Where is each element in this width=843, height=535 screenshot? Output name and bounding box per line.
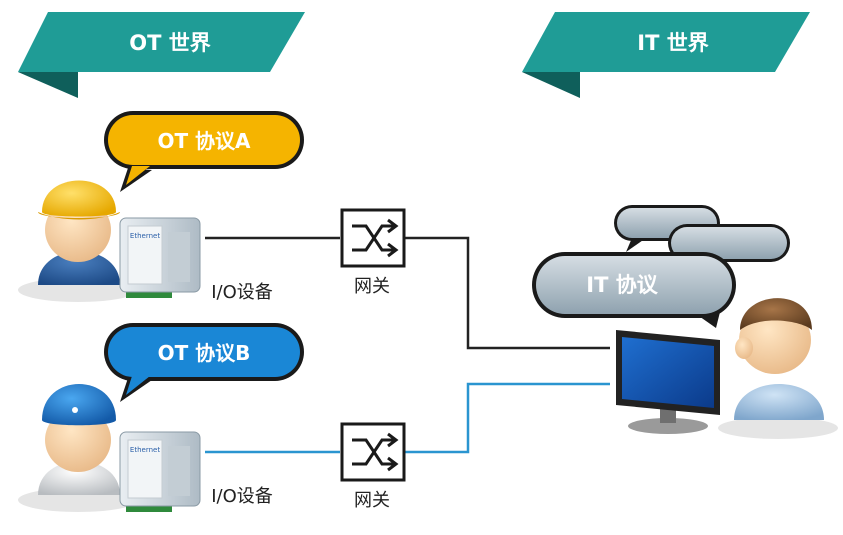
gateway-top-icon: [340, 208, 406, 268]
it-protocol-bubble: IT 协议: [532, 252, 736, 328]
io-device-bottom-icon: Ethernet: [119, 431, 201, 512]
ot-world-title: OT 世界: [129, 31, 211, 55]
io-device-top-label: I/O设备: [211, 282, 273, 303]
it-user: [718, 298, 838, 439]
gateway-top-label: 网关: [354, 276, 390, 297]
link-bottom: [205, 382, 610, 454]
ot-protocol-b-label: OT 协议B: [158, 341, 251, 365]
ot-worker-a: [18, 180, 138, 302]
ot-worker-b: [18, 384, 138, 512]
io-device-top-icon: Ethernet: [119, 217, 201, 298]
gateway-bottom-icon: [340, 422, 406, 482]
io-device-bottom-label: I/O设备: [211, 486, 273, 507]
link-top: [205, 236, 610, 350]
svg-text:Ethernet: Ethernet: [130, 232, 160, 240]
it-world-title: IT 世界: [637, 31, 708, 55]
it-world-banner: IT 世界: [522, 12, 810, 98]
computer-monitor-icon: [616, 330, 720, 434]
ot-world-banner: OT 世界: [18, 12, 305, 98]
ot-protocol-b-bubble: OT 协议B: [104, 323, 304, 402]
svg-text:Ethernet: Ethernet: [130, 446, 160, 454]
ot-protocol-a-label: OT 协议A: [157, 129, 251, 153]
it-protocol-label: IT 协议: [586, 273, 658, 297]
ot-protocol-a-bubble: OT 协议A: [104, 111, 304, 192]
gateway-bottom-label: 网关: [354, 490, 390, 511]
